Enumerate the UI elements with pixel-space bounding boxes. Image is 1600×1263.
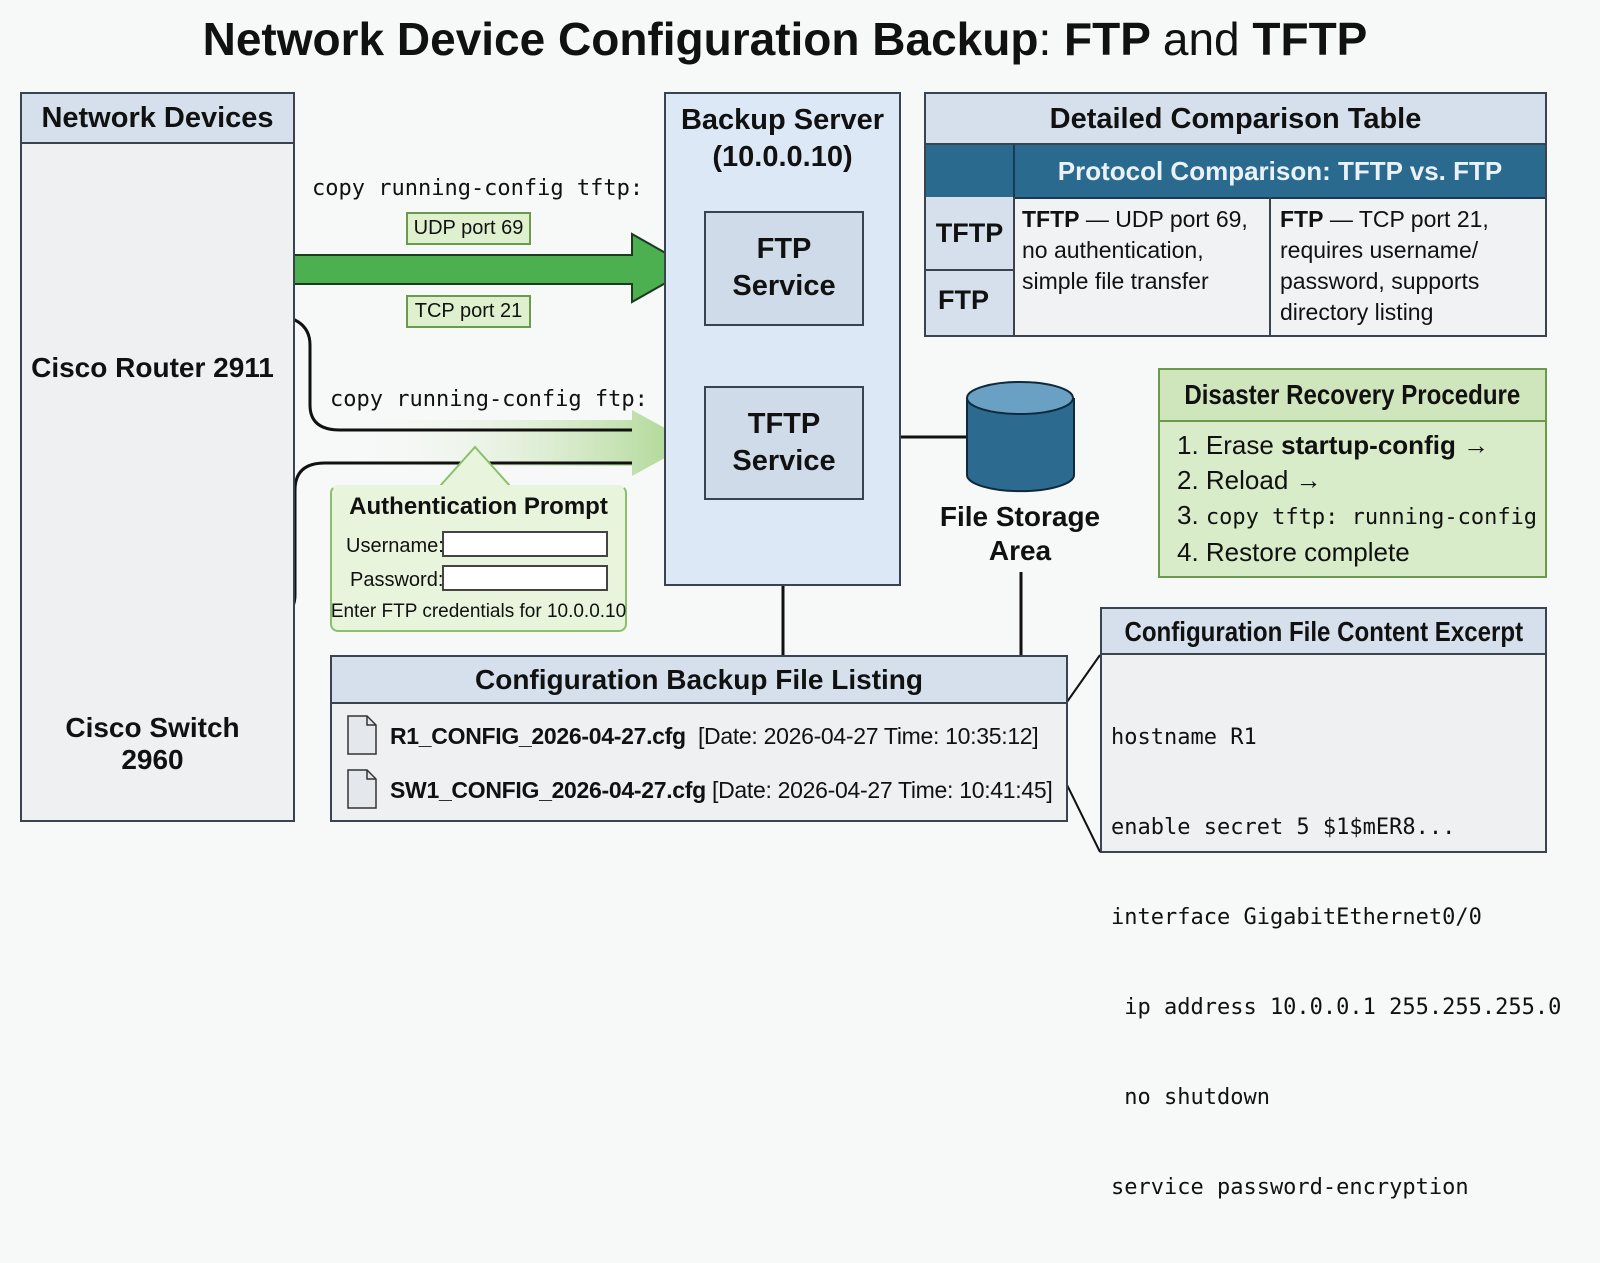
file-row[interactable]: SW1_CONFIG_2026-04-27.cfg [Date: 2026-04…: [390, 777, 1053, 803]
config-line: no shutdown: [1111, 1085, 1270, 1110]
comparison-table: Detailed Comparison Table Protocol Compa…: [924, 92, 1547, 337]
network-devices-panel: Network Devices: [20, 92, 295, 822]
ftp-command: copy running-config ftp:: [330, 387, 648, 412]
server-title: Backup Server: [680, 104, 885, 136]
recovery-header: Disaster Recovery Procedure: [1184, 379, 1521, 410]
ftp-flow-arrow: [330, 410, 692, 476]
tcp-port-badge: TCP port 21: [406, 295, 531, 328]
udp-port-badge: UDP port 69: [406, 212, 531, 245]
config-line: ip address 10.0.0.1 255.255.255.0: [1111, 995, 1562, 1020]
comparison-subheader: Protocol Comparison: TFTP vs. FTP: [1057, 156, 1503, 186]
config-line: interface GigabitEthernet0/0: [1111, 905, 1482, 930]
network-devices-header: Network Devices: [22, 94, 293, 144]
username-input[interactable]: [442, 531, 608, 557]
page-title: Network Device Configuration Backup: FTP…: [202, 13, 1368, 65]
config-excerpt-panel: Configuration File Content Excerpt hostn…: [1100, 607, 1561, 1200]
database-icon: [966, 381, 1075, 493]
recovery-step-4: 4. Restore complete: [1177, 537, 1410, 567]
file-listing-panel: Configuration Backup File Listing R1_CON…: [330, 655, 1068, 822]
ftp-description: FTP — TCP port 21, requires username/ pa…: [1280, 206, 1489, 325]
tftp-command: copy running-config tftp:: [312, 176, 644, 201]
switch-label: Cisco Switch 2960: [65, 712, 240, 775]
excerpt-header: Configuration File Content Excerpt: [1124, 616, 1523, 647]
recovery-step-1: 1. Erase startup-config →: [1177, 430, 1490, 460]
file-icon: [347, 715, 377, 755]
config-line: service password-encryption: [1111, 1175, 1469, 1200]
tftp-flow-arrow: [261, 232, 695, 304]
config-line: enable secret 5 $1$mER8...: [1111, 815, 1456, 840]
password-input[interactable]: [442, 565, 608, 591]
tftp-description: TFTP — UDP port 69, no authentication, s…: [1022, 206, 1248, 294]
router-label: Cisco Router 2911: [31, 352, 274, 383]
authentication-prompt: Authentication Prompt Username: Password…: [330, 485, 627, 632]
recovery-step-3: 3. copy tftp: running-config: [1177, 500, 1538, 530]
recovery-step-2: 2. Reload →: [1177, 465, 1322, 495]
file-icon: [347, 769, 377, 809]
disaster-recovery-panel: Disaster Recovery Procedure 1. Erase sta…: [1158, 368, 1547, 578]
config-line: hostname R1: [1111, 725, 1257, 750]
file-row[interactable]: R1_CONFIG_2026-04-27.cfg [Date: 2026-04-…: [390, 723, 1039, 749]
backup-server-panel: Backup Server (10.0.0.10): [664, 92, 901, 586]
row-label-tftp: TFTP: [926, 197, 1013, 271]
router-connector: [261, 312, 632, 432]
server-ip: (10.0.0.10): [712, 141, 853, 173]
row-label-ftp: FTP: [938, 285, 989, 315]
